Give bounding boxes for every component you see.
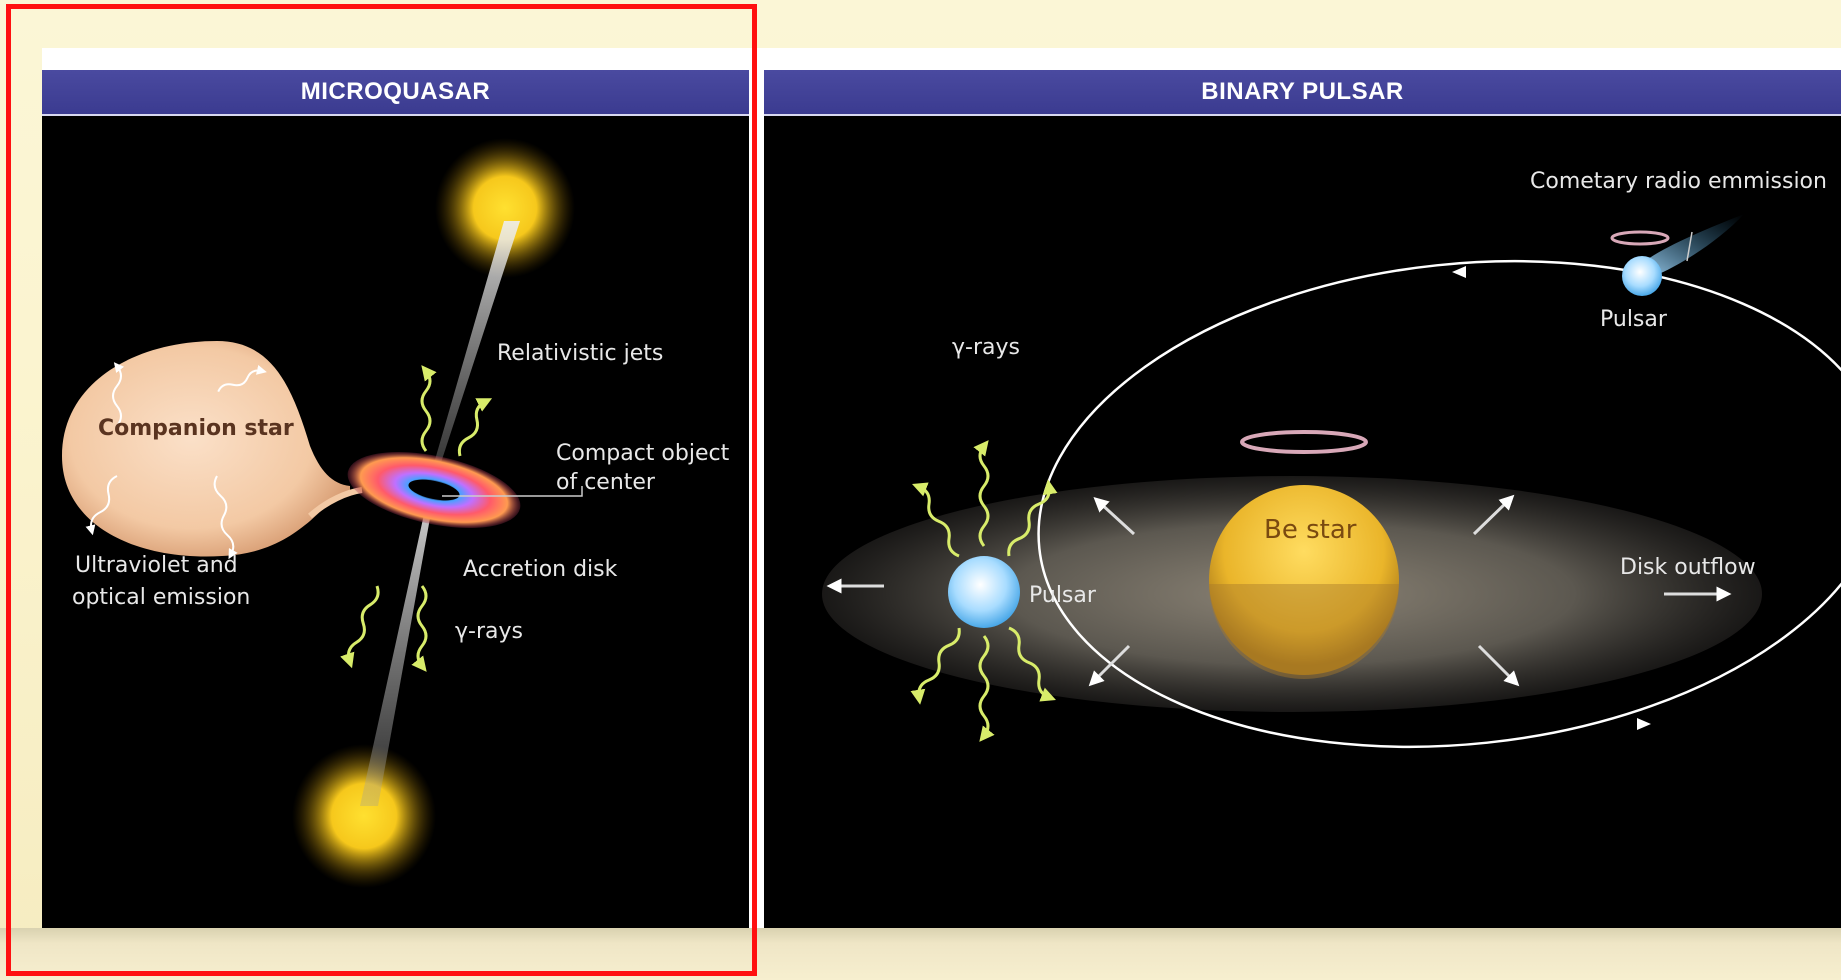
selection-highlight-box — [6, 4, 757, 976]
label-pulsar-top: Pulsar — [1600, 307, 1668, 332]
orbit-direction-arrow — [1637, 718, 1651, 730]
binary-pulsar-title: BINARY PULSAR — [764, 70, 1841, 116]
label-disk-outflow: Disk outflow — [1620, 555, 1756, 580]
orbit-direction-arrow — [1452, 266, 1466, 278]
pulsar-apastron — [1622, 256, 1662, 296]
binary-pulsar-panel: BINARY PULSAR — [764, 70, 1841, 928]
label-gamma-rays: γ-rays — [952, 335, 1020, 360]
label-cometary-radio: Cometary radio emmission — [1530, 169, 1827, 194]
binary-pulsar-diagram: Cometary radio emmission Pulsar γ-rays P… — [764, 116, 1841, 928]
pulsar-spin-icon — [1612, 232, 1668, 244]
label-pulsar-left: Pulsar — [1029, 583, 1097, 608]
label-be-star: Be star — [1264, 515, 1357, 545]
be-star-spin-icon — [1242, 432, 1366, 452]
pulsar-periastron — [948, 556, 1020, 628]
